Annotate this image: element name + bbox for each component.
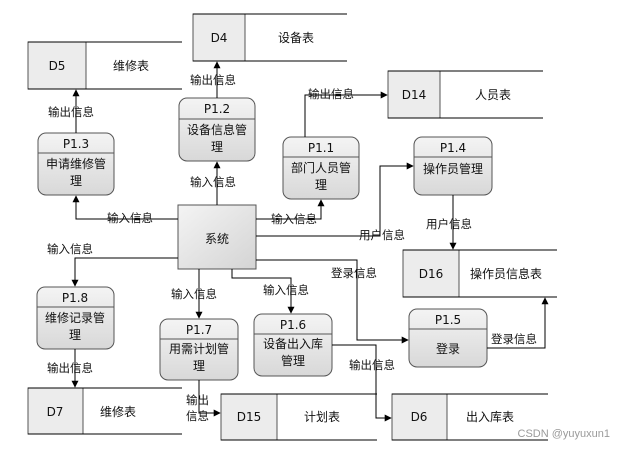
process-p1-5: P1.5 登录	[408, 308, 488, 368]
flow-sys-p11: 输入信息	[256, 199, 325, 226]
flow-sys-p16: 输入信息	[231, 269, 309, 314]
process-p1-6-line1: 设备出入库	[263, 336, 323, 351]
process-p1-8-line1: 维修记录管	[45, 310, 105, 325]
process-p1-3-line1: 申请维修管	[46, 156, 106, 171]
flow-p17-d15: 输出 信息	[186, 380, 221, 423]
flow-p18-d7-label: 输出信息	[47, 361, 93, 375]
process-p1-2-id: P1.2	[204, 102, 230, 116]
flow-p17-d15-label-b: 信息	[186, 409, 209, 423]
datastore-d16: D16 操作员信息表	[402, 249, 557, 298]
datastore-d4-name: 设备表	[278, 31, 314, 45]
process-p1-5-line1: 登录	[436, 341, 460, 356]
process-p1-7-line2: 理	[193, 359, 205, 373]
process-p1-1-line2: 理	[315, 178, 327, 192]
process-p1-8: P1.8 维修记录管 理	[36, 286, 115, 350]
process-p1-7-line1: 用需计划管	[169, 341, 229, 356]
flow-sys-p15-label: 登录信息	[331, 266, 377, 280]
datastore-d6-id: D6	[411, 410, 428, 424]
datastore-d15-id: D15	[237, 410, 262, 424]
flow-p12-d4-label: 输出信息	[190, 73, 236, 87]
flow-sys-p13-label: 输入信息	[107, 211, 153, 225]
system-box: 系统	[177, 204, 257, 270]
process-p1-4: P1.4 操作员管理	[413, 136, 493, 196]
flow-sys-p14-label: 用户信息	[359, 228, 405, 242]
datastore-d7: D7 维修表	[27, 387, 182, 435]
flow-p11-d14: 输出信息	[304, 87, 388, 137]
datastore-d5-id: D5	[49, 59, 66, 73]
flow-p18-d7: 输出信息	[47, 349, 93, 388]
flow-p14-d16: 用户信息	[426, 195, 472, 250]
process-p1-3-line2: 理	[70, 174, 82, 188]
process-p1-3: P1.3 申请维修管 理	[37, 132, 115, 196]
flow-p14-d16-label: 用户信息	[426, 217, 472, 231]
flow-p11-d14-label: 输出信息	[308, 87, 354, 101]
datastore-d15: D15 计划表	[220, 393, 377, 441]
datastore-d14: D14 人员表	[387, 70, 543, 119]
datastore-d5-name: 维修表	[113, 58, 149, 73]
process-p1-7-id: P1.7	[186, 323, 212, 337]
datastore-d14-name: 人员表	[475, 88, 511, 102]
datastore-d7-name: 维修表	[100, 404, 136, 419]
datastore-d4: D4 设备表	[192, 13, 347, 62]
datastore-d16-name: 操作员信息表	[470, 266, 542, 281]
process-p1-1-line1: 部门人员管	[291, 160, 351, 175]
flow-p16-d6-label: 输出信息	[349, 358, 395, 372]
system-label: 系统	[205, 232, 229, 246]
flow-sys-p11-label: 输入信息	[271, 212, 317, 226]
process-p1-5-id: P1.5	[435, 313, 461, 327]
flow-sys-p12-label: 输入信息	[190, 175, 236, 189]
watermark-text: CSDN @yuyuxun1	[518, 428, 610, 440]
flow-sys-p14: 用户信息	[256, 162, 414, 242]
process-p1-2-line2: 理	[211, 140, 223, 154]
flow-sys-p12: 输入信息	[190, 161, 236, 205]
datastore-d4-id: D4	[211, 31, 228, 45]
process-p1-6-id: P1.6	[280, 318, 306, 332]
flow-sys-p16-label: 输入信息	[263, 283, 309, 297]
process-p1-1: P1.1 部门人员管 理	[282, 136, 360, 200]
process-p1-4-id: P1.4	[440, 141, 466, 155]
process-p1-6: P1.6 设备出入库 管理	[253, 313, 333, 377]
flow-sys-p18: 输入信息	[47, 242, 178, 287]
datastore-d5: D5 维修表	[27, 41, 182, 90]
process-p1-8-id: P1.8	[62, 291, 88, 305]
flow-p15-d16: 登录信息	[487, 297, 549, 349]
datastore-d15-name: 计划表	[304, 410, 340, 424]
flow-sys-p15: 登录信息	[256, 259, 409, 344]
process-p1-7: P1.7 用需计划管 理	[159, 318, 239, 381]
flow-p13-d5: 输出信息	[48, 89, 94, 133]
datastore-d14-id: D14	[402, 88, 427, 102]
process-p1-6-line2: 管理	[281, 353, 305, 368]
flow-sys-p17-label: 输入信息	[171, 287, 217, 301]
flow-p17-d15-label-a: 输出	[186, 393, 209, 407]
flow-p16-d6: 输出信息	[332, 344, 395, 422]
datastore-d6-name: 出入库表	[466, 409, 514, 424]
process-p1-8-line2: 理	[69, 328, 81, 342]
datastore-d6: D6 出入库表	[391, 393, 548, 441]
datastore-d7-id: D7	[47, 405, 64, 419]
process-p1-4-line1: 操作员管理	[423, 161, 483, 176]
process-p1-2: P1.2 设备信息管 理	[178, 97, 256, 162]
process-p1-1-id: P1.1	[308, 141, 334, 155]
flow-sys-p17: 输入信息	[171, 269, 217, 319]
flow-p13-d5-label: 输出信息	[48, 105, 94, 119]
flow-sys-p18-label: 输入信息	[47, 242, 93, 256]
process-p1-3-id: P1.3	[63, 137, 89, 151]
process-p1-2-line1: 设备信息管	[187, 122, 247, 137]
flow-p12-d4: 输出信息	[190, 61, 236, 98]
datastore-d16-id: D16	[419, 267, 444, 281]
flow-sys-p13: 输入信息	[72, 195, 178, 225]
flow-p15-d16-label: 登录信息	[491, 332, 537, 346]
